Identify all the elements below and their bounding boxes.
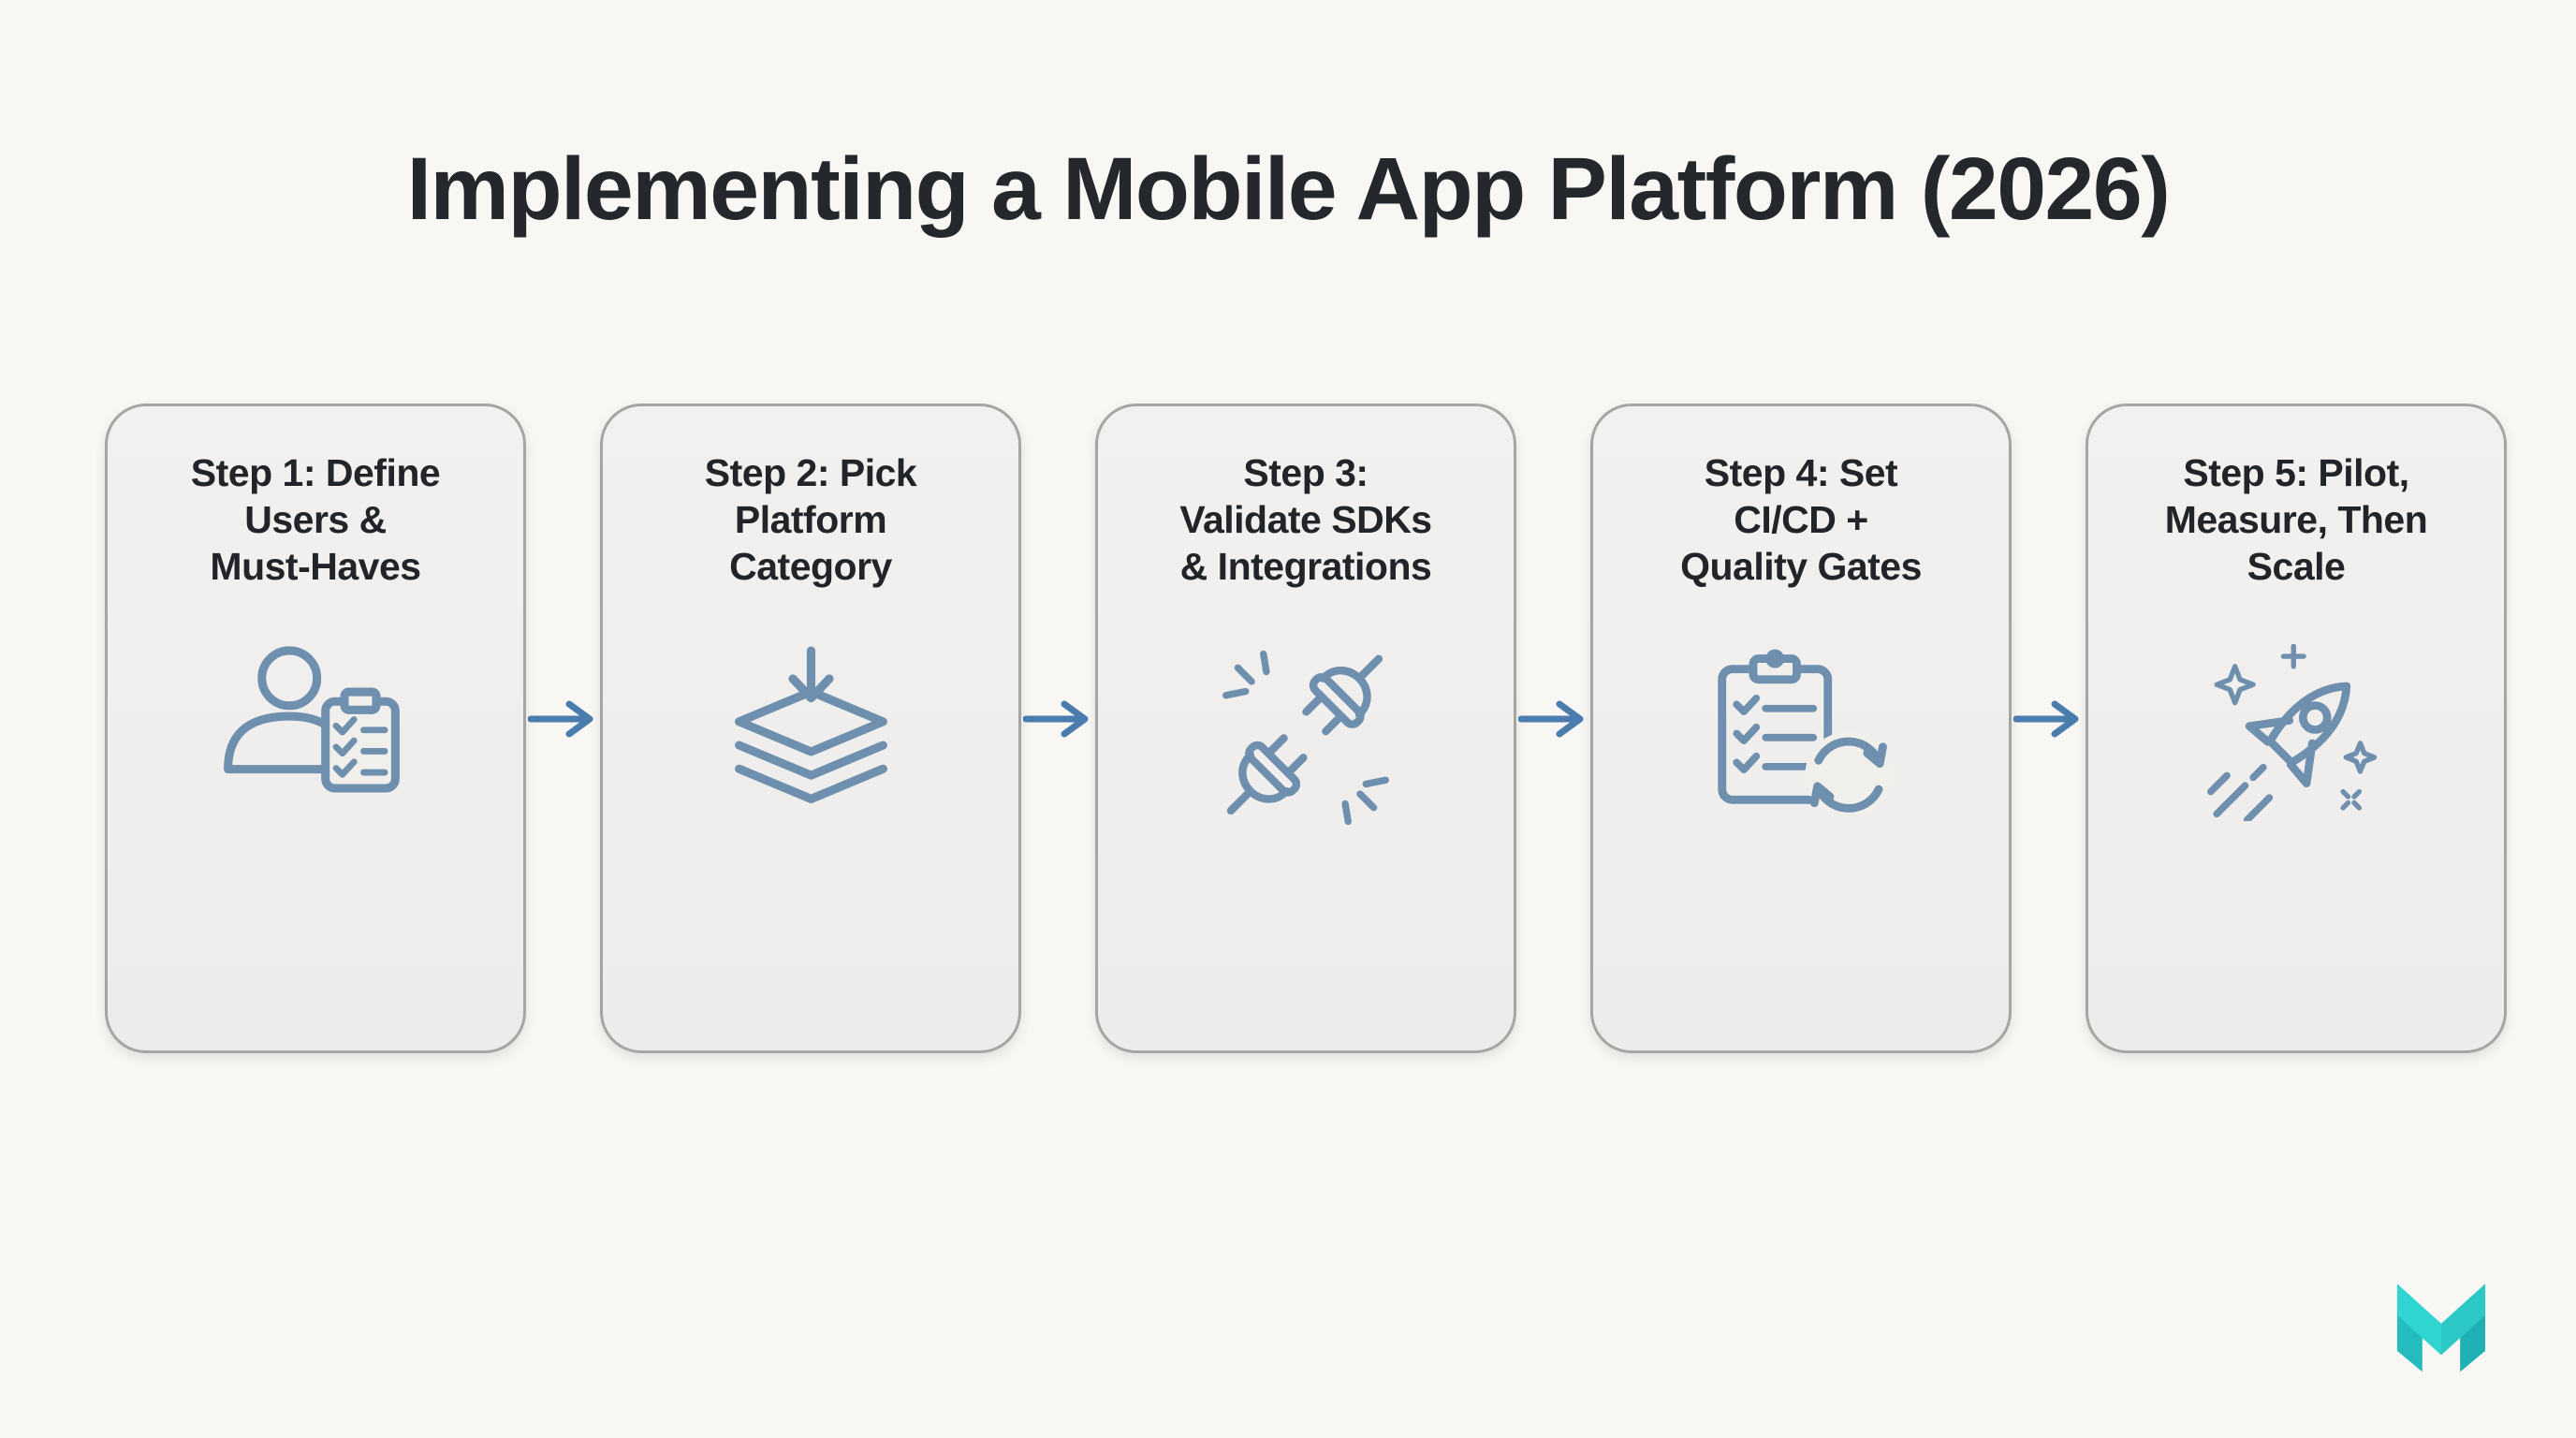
flow-diagram: Step 1: Define Users & Must-Haves <box>105 404 2507 1053</box>
page-title: Implementing a Mobile App Platform (2026… <box>406 139 2171 239</box>
step-card-1: Step 1: Define Users & Must-Haves <box>105 404 526 1053</box>
m-logo-icon <box>2396 1284 2486 1372</box>
flow-arrow-cell <box>1516 404 1590 740</box>
step-label: Step 4: Set CI/CD + Quality Gates <box>1680 451 1922 589</box>
flow-arrow-icon <box>2012 700 2078 738</box>
flow-arrow-icon <box>1517 700 1583 738</box>
flow-arrow-cell <box>1021 404 1095 740</box>
checklist-refresh-icon <box>1717 649 1892 816</box>
step-card-2: Step 2: Pick Platform Category <box>600 404 1021 1053</box>
step-label: Step 1: Define Users & Must-Haves <box>190 451 441 589</box>
step-label: Step 3: Validate SDKs & Integrations <box>1179 451 1432 589</box>
flow-arrow-icon <box>1022 700 1088 738</box>
rocket-launch-icon <box>2206 644 2377 822</box>
plug-connection-icon <box>1222 650 1389 826</box>
step-label: Step 5: Pilot, Measure, Then Scale <box>2164 451 2428 589</box>
step-card-4: Step 4: Set CI/CD + Quality Gates <box>1590 404 2012 1053</box>
flow-arrow-cell <box>526 404 600 740</box>
step-icon-wrap <box>720 644 902 845</box>
step-card-3: Step 3: Validate SDKs & Integrations <box>1095 404 1516 1053</box>
step-icon-wrap <box>2201 644 2393 845</box>
step-card-5: Step 5: Pilot, Measure, Then Scale <box>2086 404 2507 1053</box>
step-icon-wrap <box>215 644 417 845</box>
flow-arrow-cell <box>2012 404 2086 740</box>
step-icon-wrap <box>1212 644 1399 845</box>
flow-arrow-icon <box>527 700 593 738</box>
layers-stack-icon <box>734 646 887 804</box>
step-label: Step 2: Pick Platform Category <box>704 451 917 589</box>
user-checklist-icon <box>223 646 400 793</box>
step-icon-wrap <box>1705 644 1897 845</box>
